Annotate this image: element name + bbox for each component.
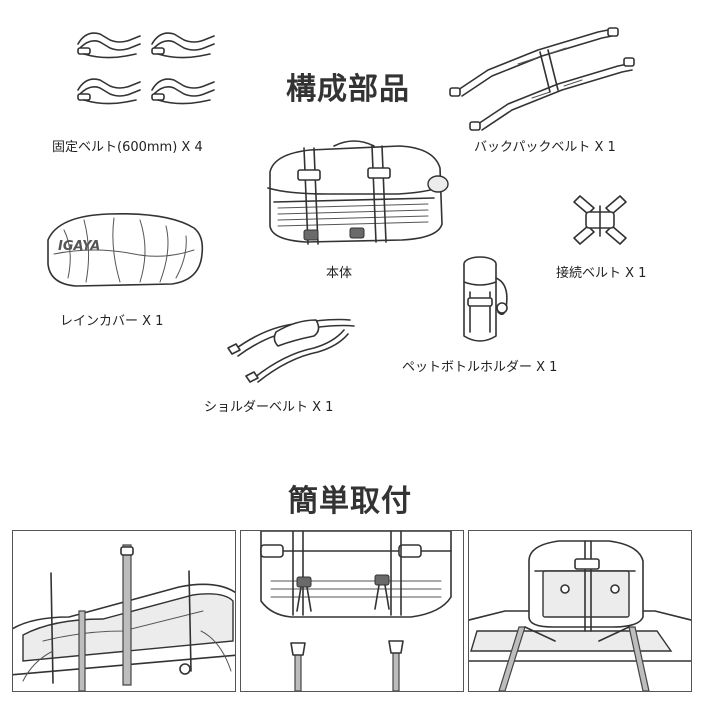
- fixing-belt-label: 固定ベルト(600mm) X 4: [52, 140, 203, 155]
- backpack-belt-illustration: [448, 24, 638, 134]
- bottle-holder-illustration: [456, 252, 516, 348]
- install-title: 簡単取付: [288, 484, 412, 519]
- main-body-label: 本体: [326, 266, 353, 281]
- bottle-holder-label: ペットボトルホルダー X 1: [402, 360, 558, 375]
- install-step-2-panel: [240, 530, 464, 692]
- connection-belt-label: 接続ベルト X 1: [556, 266, 647, 281]
- rain-cover-brand: IGAYA: [58, 239, 100, 254]
- components-title: 構成部品: [286, 72, 410, 107]
- fixing-belt-illustration: [70, 26, 220, 116]
- install-step-1-illustration: [13, 544, 235, 691]
- main-body-illustration: [254, 140, 454, 252]
- backpack-belt-label: バックパックベルト X 1: [474, 140, 616, 155]
- shoulder-belt-label: ショルダーベルト X 1: [204, 400, 334, 415]
- rain-cover-illustration: IGAYA: [44, 210, 204, 290]
- rain-cover-label: レインカバー X 1: [60, 314, 164, 329]
- install-step-3-illustration: [469, 540, 691, 691]
- install-step-2-illustration: [260, 531, 452, 691]
- install-step-3-panel: [468, 530, 692, 692]
- install-step-1-panel: [12, 530, 236, 692]
- fixing-belt-4: [151, 78, 215, 105]
- shoulder-belt-illustration: [224, 310, 355, 386]
- fixing-belt-1: [77, 32, 141, 59]
- fixing-belt-3: [77, 78, 141, 105]
- fixing-belt-2: [151, 32, 215, 59]
- connection-belt-illustration: [566, 192, 636, 252]
